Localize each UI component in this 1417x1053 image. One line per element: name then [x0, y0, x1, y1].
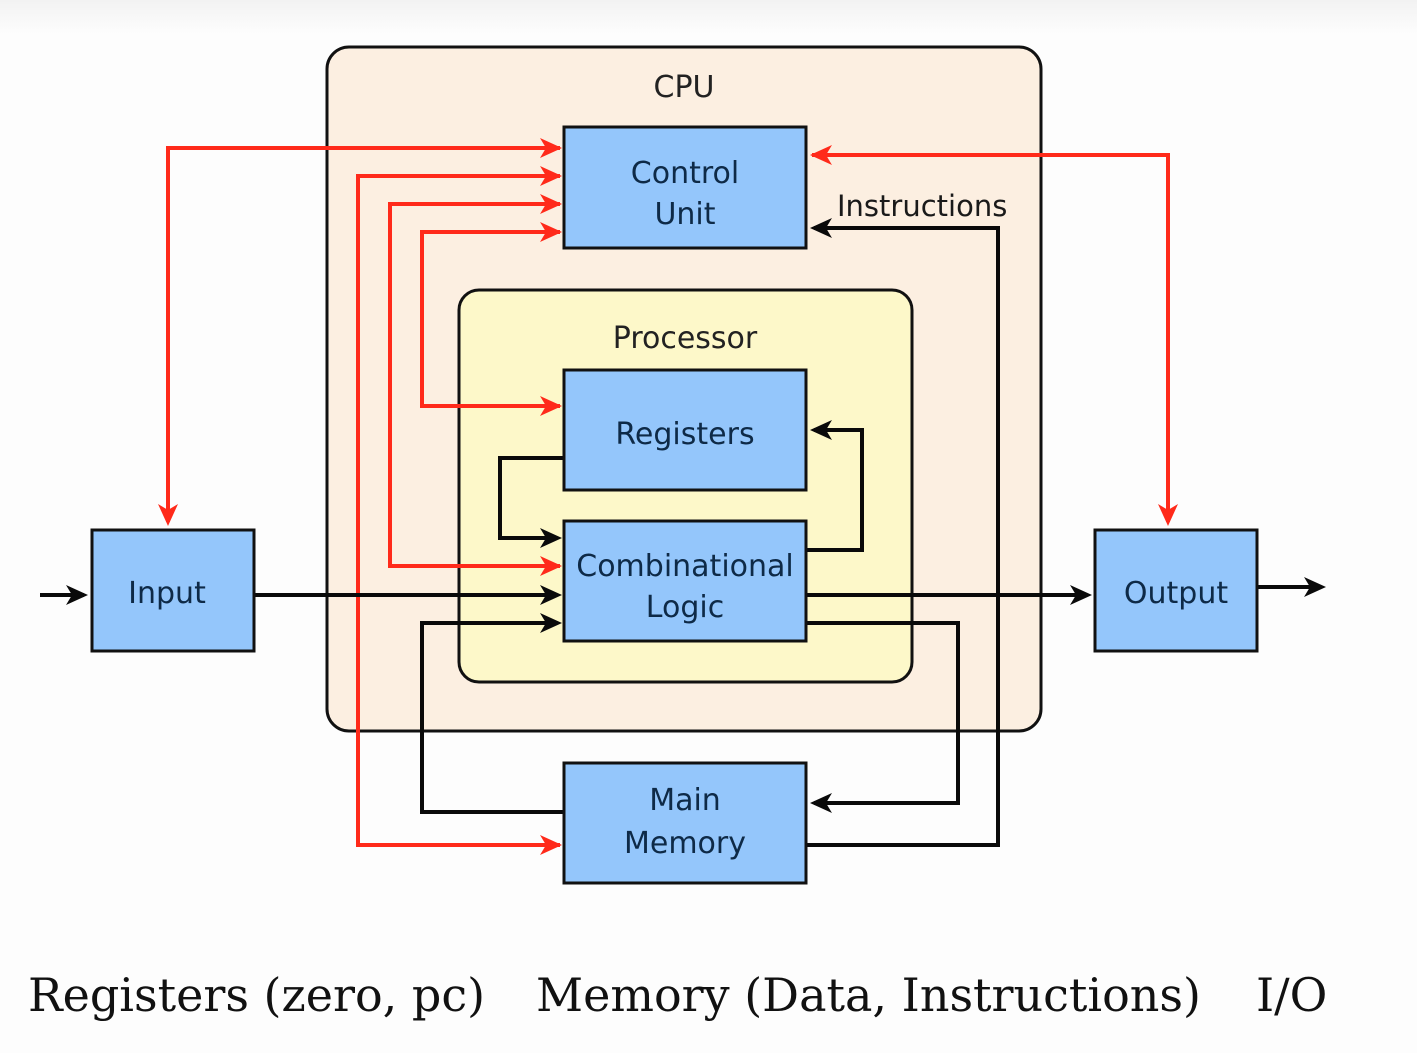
- instructions-label: Instructions: [837, 189, 1007, 223]
- top-fade: [0, 0, 1417, 34]
- arrow-head: [540, 556, 562, 576]
- caption-memory: Memory (Data, Instructions): [536, 968, 1201, 1022]
- arrow-head: [66, 585, 88, 605]
- main-memory-label-2: Memory: [624, 826, 746, 861]
- arrow-head: [540, 194, 562, 214]
- control-wire-output: [812, 153, 1170, 522]
- arrow-head: [1304, 577, 1326, 597]
- registers-label: Registers: [615, 417, 754, 452]
- cpu-label: CPU: [654, 70, 715, 105]
- caption: Registers (zero, pc) Memory (Data, Instr…: [0, 968, 1417, 1028]
- arrow-head: [540, 396, 562, 416]
- arrow-head: [540, 613, 562, 633]
- arrow-head: [810, 420, 832, 440]
- wires: [40, 138, 1326, 855]
- input-block[interactable]: Input: [90, 528, 256, 653]
- control-wire-input: [166, 146, 560, 522]
- arrow-head: [540, 585, 562, 605]
- data-wire-memory-logic: [420, 621, 564, 814]
- arrow-head: [158, 504, 178, 526]
- data-wire-instructions: [806, 226, 1000, 847]
- processor-label: Processor: [613, 321, 758, 356]
- registers-block[interactable]: Registers: [562, 368, 808, 492]
- caption-io: I/O: [1256, 968, 1328, 1022]
- control-unit-label-2: Unit: [654, 197, 715, 232]
- arrow-head: [1070, 585, 1092, 605]
- caption-registers: Registers (zero, pc): [28, 968, 486, 1022]
- input-label: Input: [128, 576, 206, 611]
- output-label: Output: [1124, 576, 1228, 611]
- arrow-head: [810, 145, 832, 165]
- arrow-head: [540, 222, 562, 242]
- data-wire-registers-logic: [498, 456, 564, 540]
- arrow-head: [540, 166, 562, 186]
- control-unit-label-1: Control: [631, 156, 739, 191]
- control-wire-memory: [356, 174, 560, 847]
- combinational-logic-label-1: Combinational: [576, 549, 794, 584]
- control-unit-block[interactable]: Control Unit: [562, 125, 808, 250]
- combinational-logic-block[interactable]: Combinational Logic: [562, 519, 808, 643]
- arrow-head: [810, 793, 832, 813]
- data-wire-logic-memory: [806, 621, 960, 805]
- arrow-head: [540, 835, 562, 855]
- main-memory-block[interactable]: Main Memory: [562, 761, 808, 885]
- output-block[interactable]: Output: [1093, 528, 1259, 653]
- arrow-head: [810, 218, 832, 238]
- control-wire-logic: [388, 202, 560, 568]
- arrow-head: [540, 138, 562, 158]
- data-wire-logic-registers: [806, 428, 864, 552]
- combinational-logic-label-2: Logic: [646, 590, 724, 625]
- control-wire-registers: [420, 230, 560, 408]
- arrow-head: [540, 528, 562, 548]
- arrow-head: [1158, 504, 1178, 526]
- main-memory-label-1: Main: [649, 783, 721, 818]
